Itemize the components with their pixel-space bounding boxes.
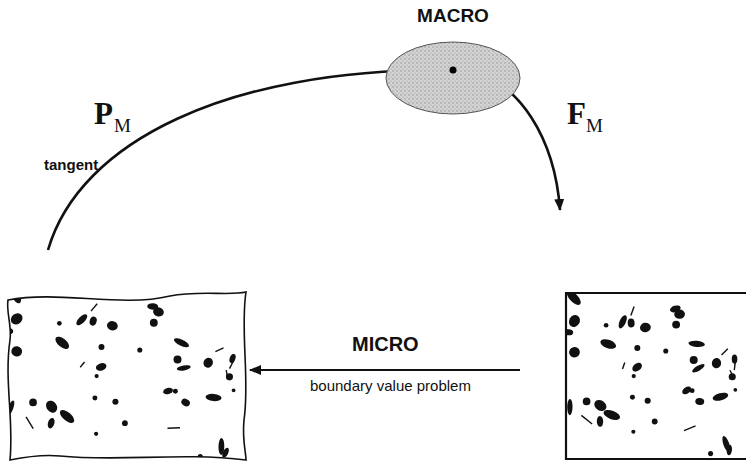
inclusion <box>631 306 634 315</box>
inclusion <box>26 417 33 429</box>
inclusion <box>681 385 693 396</box>
inclusion <box>11 346 23 358</box>
micro-arrow <box>250 369 520 371</box>
inclusion <box>5 400 16 417</box>
inclusion <box>733 388 737 392</box>
inclusion <box>568 346 581 359</box>
inclusion <box>599 337 617 350</box>
inclusion <box>202 356 215 369</box>
arrow-label: boundary value problem <box>310 378 471 393</box>
inclusion <box>567 313 582 329</box>
inclusion <box>232 388 236 392</box>
inclusion <box>173 336 191 349</box>
inclusion <box>106 320 119 332</box>
inclusion <box>226 370 227 377</box>
inclusion <box>122 420 128 426</box>
inclusion <box>695 398 705 406</box>
tangent-label: tangent <box>44 157 98 172</box>
inclusion <box>592 398 608 413</box>
inclusion <box>627 318 634 327</box>
symbol: F <box>567 98 586 129</box>
tangent-arrow <box>48 70 440 250</box>
inclusion <box>645 398 651 404</box>
inclusion <box>92 396 97 401</box>
inclusion <box>152 306 165 318</box>
inclusion <box>583 398 591 406</box>
inclusion <box>53 334 71 351</box>
inclusion <box>80 362 84 367</box>
inclusion <box>230 360 234 368</box>
inclusion <box>721 349 727 355</box>
inclusion <box>112 399 118 405</box>
inclusion <box>581 415 592 424</box>
inclusion <box>632 374 636 378</box>
inclusion <box>176 364 191 371</box>
inclusion <box>89 316 98 327</box>
inclusion <box>205 393 222 402</box>
inclusion <box>566 293 583 307</box>
symbol: P <box>94 98 113 129</box>
inclusion <box>8 285 23 305</box>
inclusion <box>98 344 104 350</box>
inclusion <box>672 321 680 329</box>
inclusion <box>57 321 62 326</box>
inclusion <box>173 389 178 394</box>
inclusion <box>566 329 573 336</box>
inclusion <box>690 356 698 364</box>
inclusion <box>617 314 629 330</box>
subscript: M <box>586 116 603 135</box>
inclusion <box>691 363 706 374</box>
inclusion <box>631 361 644 373</box>
node-heading: MACRO <box>380 6 526 25</box>
inclusion <box>688 340 705 348</box>
micro-heading: MICRO <box>352 334 419 354</box>
inclusion <box>75 312 89 327</box>
inclusion <box>567 399 572 415</box>
deformed-rve <box>8 292 246 460</box>
subscript: M <box>114 116 131 135</box>
inclusion <box>631 430 635 434</box>
inclusion <box>94 432 98 436</box>
inclusion <box>162 387 173 396</box>
inclusion <box>150 319 158 327</box>
inclusion <box>198 454 203 459</box>
inclusion <box>604 323 609 328</box>
inclusion <box>630 395 635 400</box>
inclusion <box>730 370 733 376</box>
inclusion <box>58 408 77 426</box>
inclusion <box>91 304 97 311</box>
inclusion <box>734 361 735 370</box>
inclusion <box>168 427 180 429</box>
inclusion <box>712 391 729 402</box>
inclusion <box>46 417 55 429</box>
inclusion <box>711 357 722 369</box>
inclusion <box>684 426 696 431</box>
inclusion <box>95 362 108 372</box>
inclusion <box>708 451 713 456</box>
undeformed-rve <box>566 293 746 459</box>
inclusion <box>622 363 624 369</box>
inclusion <box>634 345 640 351</box>
inclusion <box>726 444 732 455</box>
macro-ellipse: MACRO <box>380 6 526 118</box>
inclusion <box>215 348 223 352</box>
inclusion <box>174 355 182 363</box>
inclusion <box>44 398 60 414</box>
inclusion <box>9 311 25 327</box>
inclusion <box>95 374 99 378</box>
inclusion <box>180 397 191 407</box>
inclusion <box>674 309 685 319</box>
inclusion <box>137 347 142 352</box>
inclusion <box>597 416 604 427</box>
inclusion <box>29 399 37 407</box>
inclusion <box>602 408 621 422</box>
inclusion <box>639 322 651 333</box>
inclusion <box>3 326 14 335</box>
inclusion <box>663 348 668 353</box>
inclusion <box>652 419 658 425</box>
inclusion <box>221 447 230 459</box>
